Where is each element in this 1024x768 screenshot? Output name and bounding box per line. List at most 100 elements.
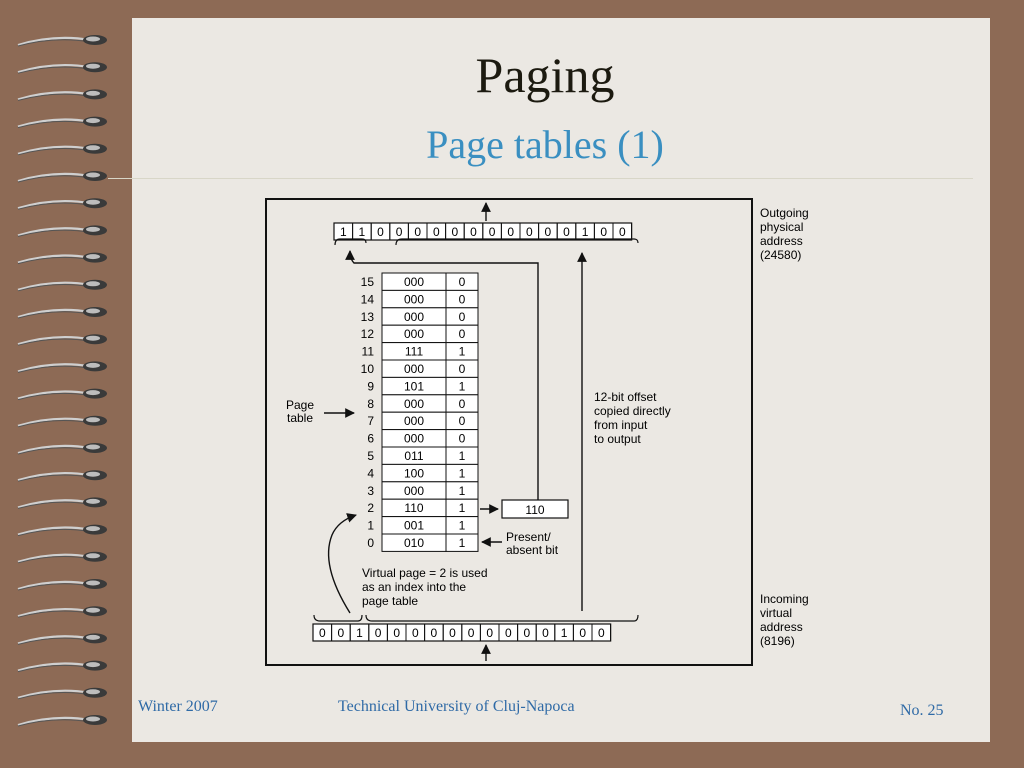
spiral-hole-highlight	[86, 199, 100, 205]
register-bit: 1	[356, 626, 363, 640]
label-line: physical	[760, 220, 803, 234]
spiral-hole-highlight	[86, 607, 100, 613]
page-table-present: 1	[459, 379, 466, 393]
frame-copy-arrow	[345, 250, 539, 500]
label-line: (8196)	[760, 634, 795, 648]
slide-title: Paging	[475, 47, 615, 103]
page-table-frame: 001	[404, 519, 424, 533]
footer-date: Winter 2007	[138, 698, 218, 715]
footer-institution: Technical University of Cluj-Napoca	[338, 698, 575, 715]
page-table-index: 9	[367, 379, 374, 393]
spiral-wire	[17, 281, 91, 291]
label-line: copied directly	[594, 404, 671, 418]
page-table-index: 10	[361, 362, 375, 376]
page-table-index: 3	[367, 484, 374, 498]
register-bit: 1	[582, 225, 589, 239]
page-table-index: 15	[361, 275, 375, 289]
page-table-index: 14	[361, 292, 375, 306]
spiral-wire	[17, 363, 91, 373]
label-line: from input	[594, 418, 648, 432]
page-table-frame: 101	[404, 379, 424, 393]
present-bit-label: Present/absent bit	[506, 530, 559, 557]
spiral-wire	[17, 499, 91, 509]
register-bit: 0	[377, 225, 384, 239]
spiral-wire	[17, 172, 91, 183]
spiral-wire	[17, 199, 91, 210]
spiral-hole-highlight	[86, 36, 100, 42]
label-line: 12-bit offset	[594, 390, 657, 404]
page-table-frame: 000	[404, 432, 424, 446]
spiral-hole-highlight	[86, 90, 100, 96]
spiral-hole-highlight	[86, 226, 100, 232]
register-bit: 0	[619, 225, 626, 239]
spiral-hole-highlight	[86, 63, 100, 69]
page-table-index: 13	[361, 310, 375, 324]
label-line: Incoming	[760, 592, 809, 606]
footer-slide-number: No. 25	[900, 702, 944, 719]
register-bit: 0	[414, 225, 421, 239]
label-line: address	[760, 620, 803, 634]
register-bit: 0	[449, 626, 456, 640]
label-line: absent bit	[506, 543, 559, 557]
page-table-present: 0	[459, 310, 466, 324]
offset-bits-in-brace	[365, 614, 639, 622]
spiral-wire	[17, 417, 91, 427]
label-line: Outgoing	[760, 206, 809, 220]
spiral-wire	[17, 308, 91, 319]
page-table-present-cell	[445, 533, 479, 552]
register-bit: 0	[507, 225, 514, 239]
register-bit: 0	[598, 626, 605, 640]
register-bit: 0	[375, 626, 382, 640]
spiral-hole-highlight	[86, 254, 100, 260]
register-bit: 0	[412, 626, 419, 640]
title-divider	[108, 178, 973, 179]
register-bit: 0	[489, 225, 496, 239]
spiral-wire	[17, 662, 91, 672]
page-table-frame: 000	[404, 292, 424, 306]
page-table-present: 1	[459, 536, 466, 550]
spiral-hole-highlight	[86, 417, 100, 423]
page-table-present: 1	[459, 466, 466, 480]
spiral-hole-highlight	[86, 335, 100, 341]
spiral-hole-highlight	[86, 471, 100, 477]
spiral-wire	[17, 689, 91, 699]
label-line: Present/	[506, 530, 551, 544]
register-bit: 1	[359, 225, 366, 239]
label-line: page table	[362, 594, 418, 608]
offset-bits-out-brace	[395, 238, 639, 246]
page-table-present: 0	[459, 414, 466, 428]
page-table-present: 1	[459, 519, 466, 533]
selected-frame-box	[501, 499, 569, 519]
page-bits-brace	[313, 614, 363, 622]
page-table-frame: 000	[404, 362, 424, 376]
page-table-present: 0	[459, 397, 466, 411]
spiral-hole-highlight	[86, 172, 100, 178]
page-table-frame: 000	[404, 275, 424, 289]
register-bit: 0	[452, 225, 459, 239]
selected-frame-value: 110	[525, 503, 544, 517]
page-table-present: 0	[459, 362, 466, 376]
diagram-frame	[265, 198, 753, 666]
page-table-frame: 011	[404, 449, 423, 463]
register-bit-cell	[612, 222, 633, 241]
register-bit: 0	[600, 225, 607, 239]
label-line: (24580)	[760, 248, 801, 262]
page-table-present: 1	[459, 484, 466, 498]
spiral-binding	[17, 35, 107, 727]
slide-subtitle: Page tables (1)	[426, 122, 664, 167]
page-table-frame: 000	[404, 310, 424, 324]
frame-bits-brace	[334, 238, 367, 246]
register-bit: 0	[393, 626, 400, 640]
spiral-wire	[17, 145, 91, 155]
spiral-hole-highlight	[86, 580, 100, 586]
spiral-wire	[17, 91, 91, 101]
page-table-frame: 000	[404, 484, 424, 498]
register-bit: 0	[468, 626, 475, 640]
page-table-frame: 111	[405, 345, 424, 359]
spiral-hole-highlight	[86, 716, 100, 722]
spiral-hole-highlight	[86, 498, 100, 504]
page-table-frame: 010	[404, 536, 424, 550]
page-table-present: 1	[459, 345, 466, 359]
